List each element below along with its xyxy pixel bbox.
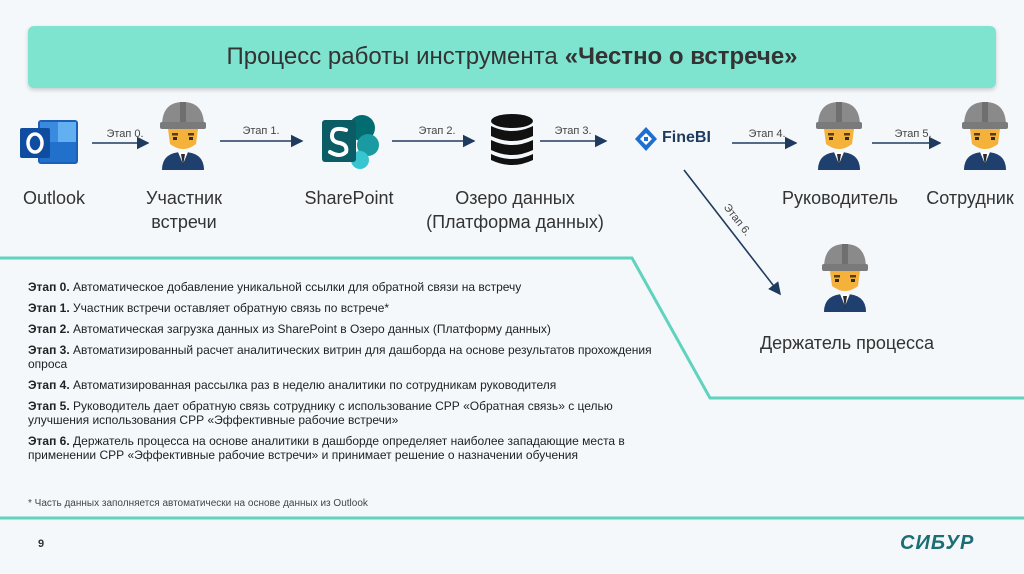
step-label: Этап 0. (28, 280, 70, 294)
node-label-lake-1: Озеро данных (455, 188, 575, 208)
title-prefix: Процесс работы инструмента (226, 43, 558, 70)
owner-person-icon (822, 244, 868, 312)
manager-person-icon (816, 102, 862, 170)
step-label: Этап 2. (28, 322, 70, 336)
list-item: Этап 1. Участник встречи оставляет обрат… (28, 301, 668, 315)
stage-label-4: Этап 4. (748, 128, 786, 140)
list-item: Этап 2. Автоматическая загрузка данных и… (28, 322, 668, 336)
database-icon (491, 114, 533, 165)
step-text: Автоматизированная рассылка раз в неделю… (73, 378, 557, 392)
stage-label-0: Этап 0. (106, 128, 144, 140)
sibur-logo: СИБУР (900, 532, 975, 554)
step-label: Этап 1. (28, 301, 70, 315)
list-item: Этап 6. Держатель процесса на основе ана… (28, 434, 668, 462)
step-label: Этап 3. (28, 343, 70, 357)
node-label-lake-2: (Платформа данных) (426, 212, 604, 232)
finebi-logo-icon (635, 127, 657, 151)
node-label-employee: Сотрудник (926, 188, 1014, 208)
finebi-logo-text: FineBI (662, 129, 711, 146)
step-text: Автоматическое добавление уникальной ссы… (73, 280, 522, 294)
node-label-manager: Руководитель (782, 188, 898, 208)
step-label: Этап 5. (28, 399, 70, 413)
node-label-participant-1: Участник (146, 188, 222, 208)
node-label-participant-2: встречи (151, 212, 217, 232)
stage-label-3: Этап 3. (554, 125, 592, 137)
list-item: Этап 3. Автоматизированный расчет аналит… (28, 343, 668, 371)
node-label-outlook: Outlook (22, 188, 86, 208)
step-label: Этап 4. (28, 378, 70, 392)
stage-label-5: Этап 5. (894, 128, 932, 140)
step-text: Автоматизированный расчет аналитических … (28, 343, 652, 371)
steps-list: Этап 0. Автоматическое добавление уникал… (28, 280, 668, 469)
step-text: Участник встречи оставляет обратную связ… (73, 301, 390, 315)
list-item: Этап 0. Автоматическое добавление уникал… (28, 280, 668, 294)
flow-arrows (92, 134, 942, 296)
step-label: Этап 6. (28, 434, 70, 448)
step-text: Руководитель дает обратную связь сотрудн… (28, 399, 613, 427)
participant-person-icon (160, 102, 206, 170)
list-item: Этап 5. Руководитель дает обратную связь… (28, 399, 668, 427)
title-bar: Процесс работы инструмента «Честно о вст… (28, 26, 996, 88)
list-item: Этап 4. Автоматизированная рассылка раз … (28, 378, 668, 392)
page-number: 9 (38, 538, 45, 550)
node-label-owner: Держатель процесса (759, 333, 935, 353)
node-label-sharepoint: SharePoint (304, 188, 394, 208)
step-text: Автоматическая загрузка данных из ShareP… (73, 322, 551, 336)
sharepoint-icon (322, 115, 379, 169)
stage-label-2: Этап 2. (418, 125, 456, 137)
stage-label-1: Этап 1. (242, 125, 280, 137)
footnote: * Часть данных заполняется автоматически… (28, 498, 368, 509)
title-accent: «Честно о встрече» (564, 43, 798, 70)
outlook-icon (20, 120, 78, 164)
step-text: Держатель процесса на основе аналитики в… (28, 434, 625, 462)
employee-person-icon (962, 102, 1008, 170)
